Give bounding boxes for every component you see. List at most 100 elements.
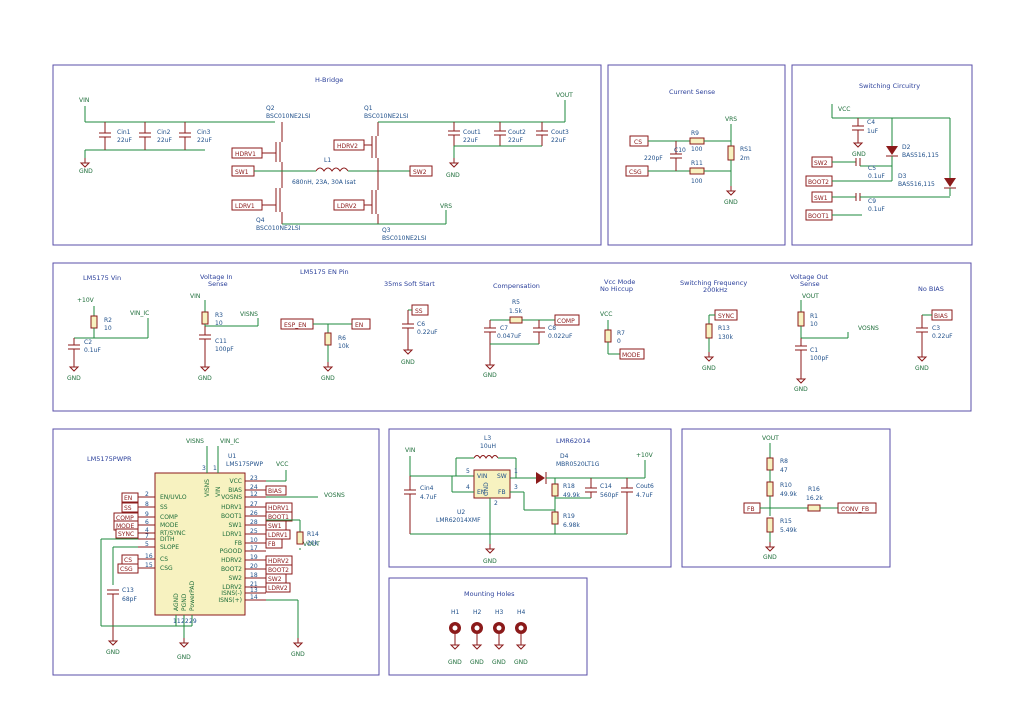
c11-ref: C11 <box>215 338 227 345</box>
l3-value: 10uH <box>480 443 496 450</box>
u1-pin-num: 28 <box>250 519 258 526</box>
mounting-holes: H1 H2 H3 H4 GND GND GND GND <box>448 609 528 666</box>
u1-cs-label: CS <box>124 557 132 564</box>
u1-pin-name: HDRV2 <box>221 557 242 564</box>
h2-ref: H2 <box>473 609 482 616</box>
u1-pin-num: 21 <box>250 581 258 588</box>
u1-pin-name: BIAS <box>228 487 242 494</box>
c9-ref: C9 <box>868 198 876 205</box>
cout2-ref: Cout2 <box>508 129 526 136</box>
mode-vcc-label: VCC <box>600 311 612 318</box>
c13-value: 68pF <box>122 596 137 603</box>
u1-pin-name: VOSNS <box>221 494 242 501</box>
fb-divider-box <box>681 428 891 568</box>
esp-en-label: ESP_EN <box>284 322 307 329</box>
u1-isns-gnd-label: GND <box>291 651 305 658</box>
u1-pin-num: 4 <box>145 527 149 534</box>
c7-value: 0.047uF <box>497 333 522 340</box>
d2-ref: D2 <box>902 144 911 151</box>
cin2-value: 22uF <box>157 137 172 144</box>
sw-boot2-label: BOOT2 <box>808 179 829 186</box>
r2-value: 10 <box>104 325 112 332</box>
lmr-vin-label: VIN <box>405 447 415 454</box>
sync-label: SYNC <box>718 313 734 320</box>
middle-circuits: +10V R2 10 VIN_IC C2 0.1uF GND VIN R3 10… <box>67 293 953 393</box>
u2-en-pin: EN <box>477 489 485 496</box>
fb-gnd-label: GND <box>763 554 777 561</box>
r15-value: 5.49k <box>780 527 797 534</box>
r8-value: 47 <box>780 467 788 474</box>
middle-box <box>52 262 972 412</box>
c10-ref: C10 <box>674 147 686 154</box>
u1-right-pins: 23VCC24BIAS12VOSNS27HDRV126BOOT128SW125L… <box>218 475 266 604</box>
fb-label: FB <box>747 506 755 513</box>
gnd-label-2: GND <box>446 172 460 179</box>
u1-sw2-label: SW2 <box>268 576 282 583</box>
h1-ref: H1 <box>451 609 460 616</box>
sw1-label: SW1 <box>235 169 249 176</box>
r10-value: 49.9k <box>780 491 797 498</box>
u2-gnd-pin: GND <box>483 482 490 496</box>
cin3-ref: Cin3 <box>197 129 211 136</box>
u1-pin-num: 24 <box>250 484 258 491</box>
u1-pin-num: 10 <box>250 537 258 544</box>
r9-ref: R9 <box>691 130 699 137</box>
r5-value: 1.5k <box>509 308 523 315</box>
vosns-label: VOSNS <box>858 325 879 332</box>
r7-ref: R7 <box>617 330 625 337</box>
r9-value: 100 <box>691 146 703 153</box>
r13-ref: R13 <box>718 325 730 332</box>
u1-ldrv2-label: LDRV2 <box>268 585 288 592</box>
r13-gnd-label: GND <box>702 365 716 372</box>
u1-sync-label: SYNC <box>118 531 134 538</box>
cin3-value: 22uF <box>197 137 212 144</box>
lmr-p10v-label: +10V <box>636 452 654 459</box>
u1-pin-num: 22 <box>181 618 189 625</box>
r7-value: 0 <box>617 338 621 345</box>
vis-vin-label: VIN <box>190 293 200 300</box>
c6-gnd-label: GND <box>401 359 415 366</box>
u1-boot1-label: BOOT1 <box>268 514 289 521</box>
u1-pin-name: VCC <box>230 478 242 485</box>
u1-pin-name: SW1 <box>228 522 242 529</box>
r2-ref: R2 <box>104 317 112 324</box>
sw-sw2-label: SW2 <box>814 160 828 167</box>
r6-ref: R6 <box>338 335 346 342</box>
mounting-hole-h3 <box>493 622 505 650</box>
u2-ref: U2 <box>457 509 465 516</box>
r3-ref: R3 <box>215 312 223 319</box>
c1-value: 100pF <box>810 355 829 362</box>
q2-ref: Q2 <box>266 105 275 112</box>
u2-pin2: 2 <box>494 500 498 507</box>
u1-csg-label: CSG <box>120 566 133 573</box>
hbridge-title: H-Bridge <box>315 76 343 84</box>
cout3-value: 22uF <box>551 137 566 144</box>
r18-value: 49.9k <box>563 492 580 499</box>
u1-vosns-label: VOSNS <box>324 492 345 499</box>
u1-pin-num: 26 <box>250 510 258 517</box>
cout3-ref: Cout3 <box>551 129 569 136</box>
u1-pin-name: SS <box>160 504 168 511</box>
u2-pin4: 4 <box>466 484 470 491</box>
switching-circuit: VCC C4 1uF GND D2 BAS516,115 D3 BAS516,1… <box>805 104 956 221</box>
u1-pin-num: 13 <box>250 587 258 594</box>
u1-pin-num: 8 <box>145 501 149 508</box>
r3-value: 10 <box>215 320 223 327</box>
u1-pin-name: EN/UVLO <box>160 494 187 501</box>
gnd-label: GND <box>79 168 93 175</box>
q4-ref: Q4 <box>256 217 265 224</box>
h1-gnd-label: GND <box>448 659 462 666</box>
c11-value: 100pF <box>215 346 234 353</box>
q2-part: BSC010NE2LSI <box>266 113 311 120</box>
u1-body <box>154 472 246 616</box>
l1-ref: L1 <box>324 157 331 164</box>
cout2-value: 22uF <box>508 137 523 144</box>
lmr62014-box <box>388 428 672 568</box>
c14-ref: C14 <box>600 483 612 490</box>
u1-pin-name: HDRV1 <box>221 504 242 511</box>
ldrv2-label: LDRV2 <box>337 203 357 210</box>
